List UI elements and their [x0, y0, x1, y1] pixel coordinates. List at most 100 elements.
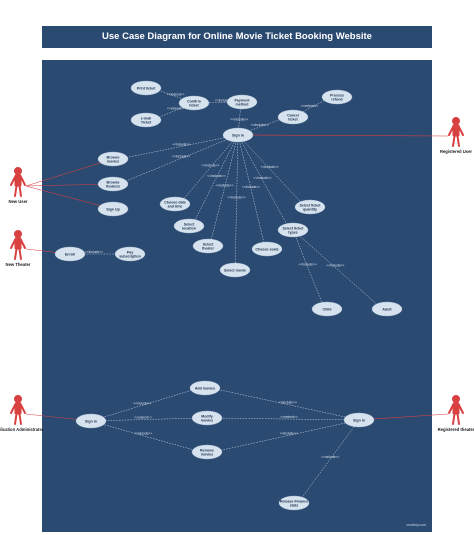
- actor-registered-user[interactable]: Registered User: [440, 117, 472, 155]
- actor-label: Application Administrator: [0, 427, 44, 432]
- use-case-add-movies[interactable]: Add movies: [189, 380, 221, 396]
- edge-label: <<include>>: [279, 401, 297, 405]
- edge-label: <<include>>: [133, 401, 151, 405]
- edge-label: <<extend>>: [280, 415, 298, 419]
- actor-app-admin[interactable]: Application Administrator: [0, 395, 44, 433]
- use-case-choose-seats[interactable]: Choose seats: [251, 241, 283, 257]
- use-case-ellipse: [191, 410, 223, 426]
- relationship-edge: [183, 134, 239, 200]
- stick-figure-icon: [10, 395, 26, 425]
- relationship-edge: [237, 134, 264, 243]
- use-case-ellipse: [251, 241, 283, 257]
- use-case-adult[interactable]: Adult: [371, 301, 403, 317]
- use-case-ellipse: [278, 495, 310, 511]
- actor-new-theater[interactable]: New Theater: [6, 230, 31, 268]
- edge-label: <<include>>: [134, 432, 152, 436]
- use-case-sign-in-admin[interactable]: Sign In: [75, 413, 107, 429]
- edge-label: <<extend>>: [167, 106, 185, 110]
- use-case-ellipse: [343, 412, 375, 428]
- use-case-child[interactable]: Child: [311, 301, 343, 317]
- relationship-edge: [125, 134, 239, 158]
- use-case-label: Sign Up: [106, 207, 120, 211]
- use-case-ellipse: [173, 218, 205, 234]
- edge-label: <<include>>: [201, 163, 219, 167]
- actor-association-line: [25, 158, 114, 187]
- use-case-print-ticket[interactable]: Print ticket: [130, 80, 162, 96]
- relationship-edge: [124, 134, 239, 182]
- use-case-select-movie[interactable]: Select movie: [219, 262, 251, 278]
- use-case-sign-in-user[interactable]: Sign In: [222, 127, 254, 143]
- edge-label: <<include>>: [261, 165, 279, 169]
- use-case-label: Add movies: [195, 386, 215, 390]
- edge-label: <<include>>: [172, 142, 190, 146]
- edges-layer: <<include>> <<extend>> <<extend>> <<include…: [25, 90, 449, 498]
- use-case-ellipse: [97, 176, 129, 192]
- relationship-edge: [217, 389, 360, 421]
- actor-new-user[interactable]: New User: [8, 167, 28, 205]
- relationship-edge: [90, 420, 195, 450]
- diagram-title: Use Case Diagram for Online Movie Ticket…: [42, 26, 432, 48]
- use-case-ellipse: [371, 301, 403, 317]
- use-case-sign-in-theater[interactable]: Sign In: [343, 412, 375, 428]
- edge-label: <<include>>: [215, 184, 233, 188]
- use-case-sign-up[interactable]: Sign Up: [97, 201, 129, 217]
- actor-association-line: [25, 185, 114, 210]
- actor-label: Registered User: [440, 149, 472, 154]
- edge-label: <<include>>: [230, 117, 248, 121]
- relationship-edge: [237, 119, 282, 136]
- relationship-edge: [211, 134, 239, 240]
- actor-registered-theater[interactable]: Registered theater: [438, 395, 474, 433]
- use-case-label: Choose seats: [255, 247, 278, 251]
- use-case-ellipse: [97, 201, 129, 217]
- actor-association-line: [237, 134, 449, 137]
- use-case-ellipse: [178, 95, 210, 111]
- stick-figure-icon: [448, 117, 464, 147]
- use-case-ellipse: [130, 112, 162, 128]
- edge-label: <<include>>: [242, 185, 260, 189]
- use-case-ellipse: [294, 199, 326, 215]
- edge-label: <<include>>: [321, 455, 339, 459]
- use-case-label: Sign In: [85, 419, 97, 423]
- relationship-edge: [90, 418, 195, 422]
- actor-label: New Theater: [6, 262, 31, 267]
- use-case-ellipse: [114, 246, 146, 262]
- use-case-ellipse: [311, 301, 343, 317]
- edge-label: <<include>>: [207, 174, 225, 178]
- edge-label: <<include>>: [253, 176, 271, 180]
- edge-label: <<include>>: [280, 431, 298, 435]
- use-case-enroll[interactable]: Enroll: [54, 246, 86, 262]
- use-case-ellipse: [277, 222, 309, 238]
- edge-label: <<include>>: [251, 123, 269, 127]
- actor-label: Registered theater: [438, 427, 474, 432]
- edge-label: <<include>>: [172, 154, 190, 158]
- use-case-ellipse: [189, 380, 221, 396]
- edge-label: <<include>>: [85, 250, 103, 254]
- edge-label: <<include>>: [228, 196, 246, 200]
- relationship-edge: [195, 134, 239, 221]
- relationship-edge: [90, 390, 193, 422]
